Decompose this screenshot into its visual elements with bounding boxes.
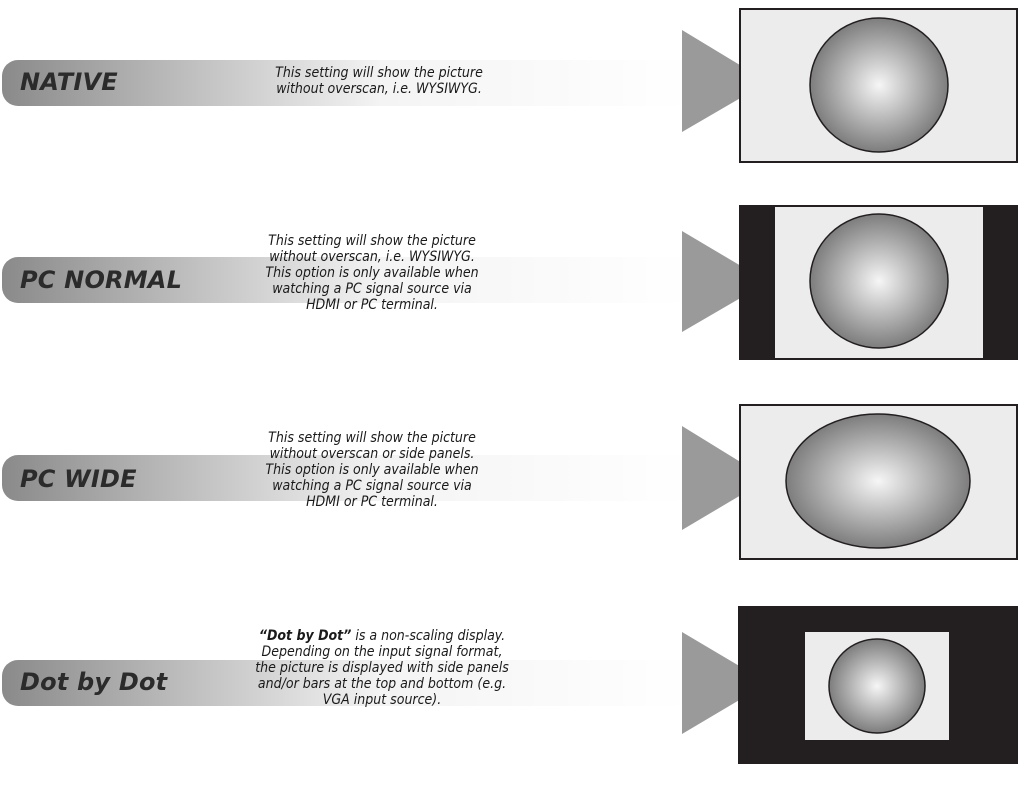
- description-line: without overscan, i.e. WYSIWYG.: [269, 249, 475, 265]
- mode-description: This setting will show the picture witho…: [222, 233, 522, 313]
- screen-preview-pc-wide: [739, 404, 1018, 560]
- arrow-graphic: [2, 231, 768, 332]
- picture-oval-icon: [785, 413, 971, 549]
- screen-preview-dot-by-dot: [738, 606, 1018, 764]
- description-line: watching a PC signal source via: [272, 281, 472, 297]
- description-line: This option is only available when: [265, 462, 479, 478]
- description-line: without overscan or side panels.: [269, 446, 475, 462]
- description-line: This option is only available when: [265, 265, 479, 281]
- screen-preview-native: [739, 8, 1018, 163]
- mode-label: Dot by Dot: [20, 668, 168, 696]
- label-bar: [2, 60, 692, 106]
- screen-preview-pc-normal: [739, 205, 1018, 360]
- description-line: HDMI or PC terminal.: [306, 494, 438, 510]
- mode-row-native: NATIVE This setting will show the pictur…: [0, 8, 1020, 198]
- label-bar: [2, 257, 692, 303]
- description-bold: “Dot by Dot”: [258, 628, 352, 644]
- description-line: VGA input source).: [322, 692, 442, 708]
- mode-description: This setting will show the picture witho…: [229, 65, 529, 97]
- description-line: without overscan, i.e. WYSIWYG.: [276, 81, 482, 97]
- description-line: watching a PC signal source via: [272, 478, 472, 494]
- description-line: “Dot by Dot” is a non-scaling display.: [222, 628, 542, 644]
- mode-row-pc-wide: PC WIDE This setting will show the pictu…: [0, 402, 1020, 592]
- description-line: This setting will show the picture: [275, 65, 483, 81]
- arrow-head-icon: [682, 30, 768, 132]
- mode-row-dot-by-dot: Dot by Dot “Dot by Dot” is a non-scaling…: [0, 604, 1020, 794]
- mode-description: This setting will show the picture witho…: [222, 430, 522, 510]
- mode-label: PC NORMAL: [20, 266, 183, 294]
- mode-description: “Dot by Dot” is a non-scaling display. D…: [222, 628, 542, 708]
- description-line: This setting will show the picture: [268, 430, 476, 446]
- mode-label: NATIVE: [20, 68, 118, 96]
- picture-circle-icon: [809, 213, 949, 349]
- arrow-head-icon: [682, 632, 768, 734]
- arrow-graphic: [2, 632, 768, 734]
- label-bar: [2, 660, 692, 706]
- arrow-head-icon: [682, 426, 768, 530]
- mode-label: PC WIDE: [20, 465, 137, 493]
- arrow-head-icon: [682, 231, 768, 332]
- mode-row-pc-normal: PC NORMAL This setting will show the pic…: [0, 204, 1020, 394]
- description-line: HDMI or PC terminal.: [306, 297, 438, 313]
- description-line: and/or bars at the top and bottom (e.g.: [257, 676, 507, 692]
- description-line: the picture is displayed with side panel…: [255, 660, 509, 676]
- label-bar: [2, 455, 692, 501]
- picture-circle-icon: [809, 17, 949, 153]
- description-line: This setting will show the picture: [268, 233, 476, 249]
- arrow-graphic: [2, 30, 768, 132]
- description-line: Depending on the input signal format,: [261, 644, 503, 660]
- arrow-graphic: [2, 426, 768, 530]
- description-rest: is a non-scaling display.: [351, 628, 506, 644]
- picture-circle-icon: [828, 638, 926, 734]
